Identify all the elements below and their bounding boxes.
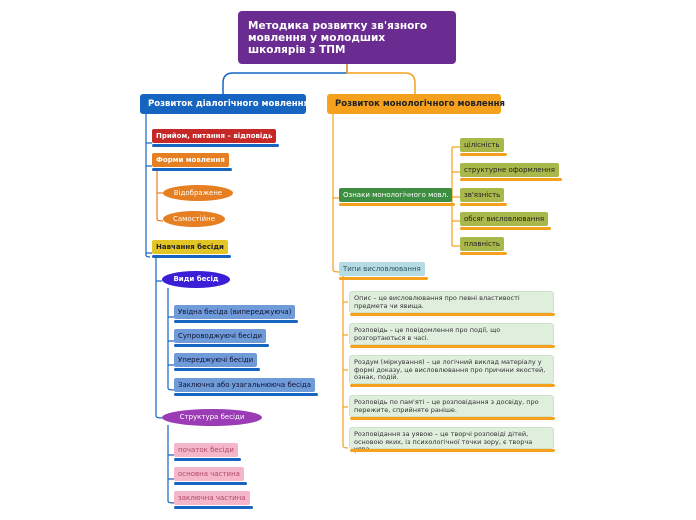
oznaky-topic[interactable]: Ознаки монологічного мовл. [339, 188, 456, 206]
vydy-item-uvidna[interactable]: Увідна бесіда (випереджуюча) [174, 305, 299, 323]
typy-item-rozpovid[interactable]: Розповідь – це повідомлення про події, щ… [349, 323, 555, 348]
struktura-item-zaklyuchna[interactable]: заключна частина [174, 491, 253, 509]
vydy-topic[interactable]: Види бесід [162, 271, 230, 288]
typy-item-rozdum[interactable]: Роздум (міркування) – це логічний виклад… [349, 355, 555, 387]
formy-item-samostiyne[interactable]: Самостійне [163, 211, 225, 227]
dialog-spine [145, 114, 151, 258]
root-to-monolog-connector [346, 64, 416, 94]
navchannya-topic[interactable]: Навчання бесіди [152, 240, 231, 258]
typy-topic[interactable]: Типи висловлювання [339, 262, 428, 280]
vydy-item-suprovodzhuyuchi[interactable]: Супроводжуючі бесіди [174, 329, 270, 347]
priyom-topic[interactable]: Прийом, питання – відповідь [152, 129, 280, 147]
typy-item-uyava[interactable]: Розповідання за уявою – це творчі розпов… [349, 427, 555, 453]
monolog-spine [332, 114, 340, 273]
oznaky-item-zvyaznist[interactable]: зв'язність [460, 188, 508, 206]
oznaky-item-tsilisnist[interactable]: цілісність [460, 138, 507, 156]
oznaky-item-strukturne[interactable]: структурне оформлення [460, 163, 562, 181]
typy-item-rozpovid-pamyat[interactable]: Розповідь по пам'яті – це розповідання з… [349, 395, 555, 420]
vydy-item-uperedzhuyuchi[interactable]: Упереджуючі бесіди [174, 353, 261, 371]
typy-item-opys[interactable]: Опис – це висловлювання про певні власти… [349, 291, 555, 316]
struktura-item-osnovna[interactable]: основна частина [174, 467, 247, 485]
formy-topic[interactable]: Форми мовлення [152, 153, 232, 171]
root-to-dialog-connector [222, 64, 348, 94]
dialog-branch-topic[interactable]: Розвиток діалогічного мовлення [140, 94, 309, 114]
struktura-topic[interactable]: Структура бесіди [162, 409, 262, 426]
struktura-item-pochatok[interactable]: початок бесіди [174, 443, 241, 461]
monolog-branch-topic[interactable]: Розвиток монологічного мовлення [327, 94, 505, 114]
vydy-item-zaklyuchna[interactable]: Заключна або узагальнююча бесіда [174, 378, 318, 396]
root-topic[interactable]: Методика розвитку зв'язного мовлення у м… [238, 11, 456, 64]
formy-item-vidobrazhene[interactable]: Відображене [163, 185, 233, 201]
oznaky-item-obsyag[interactable]: обсяг висловлювання [460, 212, 552, 230]
oznaky-item-plavnist[interactable]: плавність [460, 237, 508, 255]
